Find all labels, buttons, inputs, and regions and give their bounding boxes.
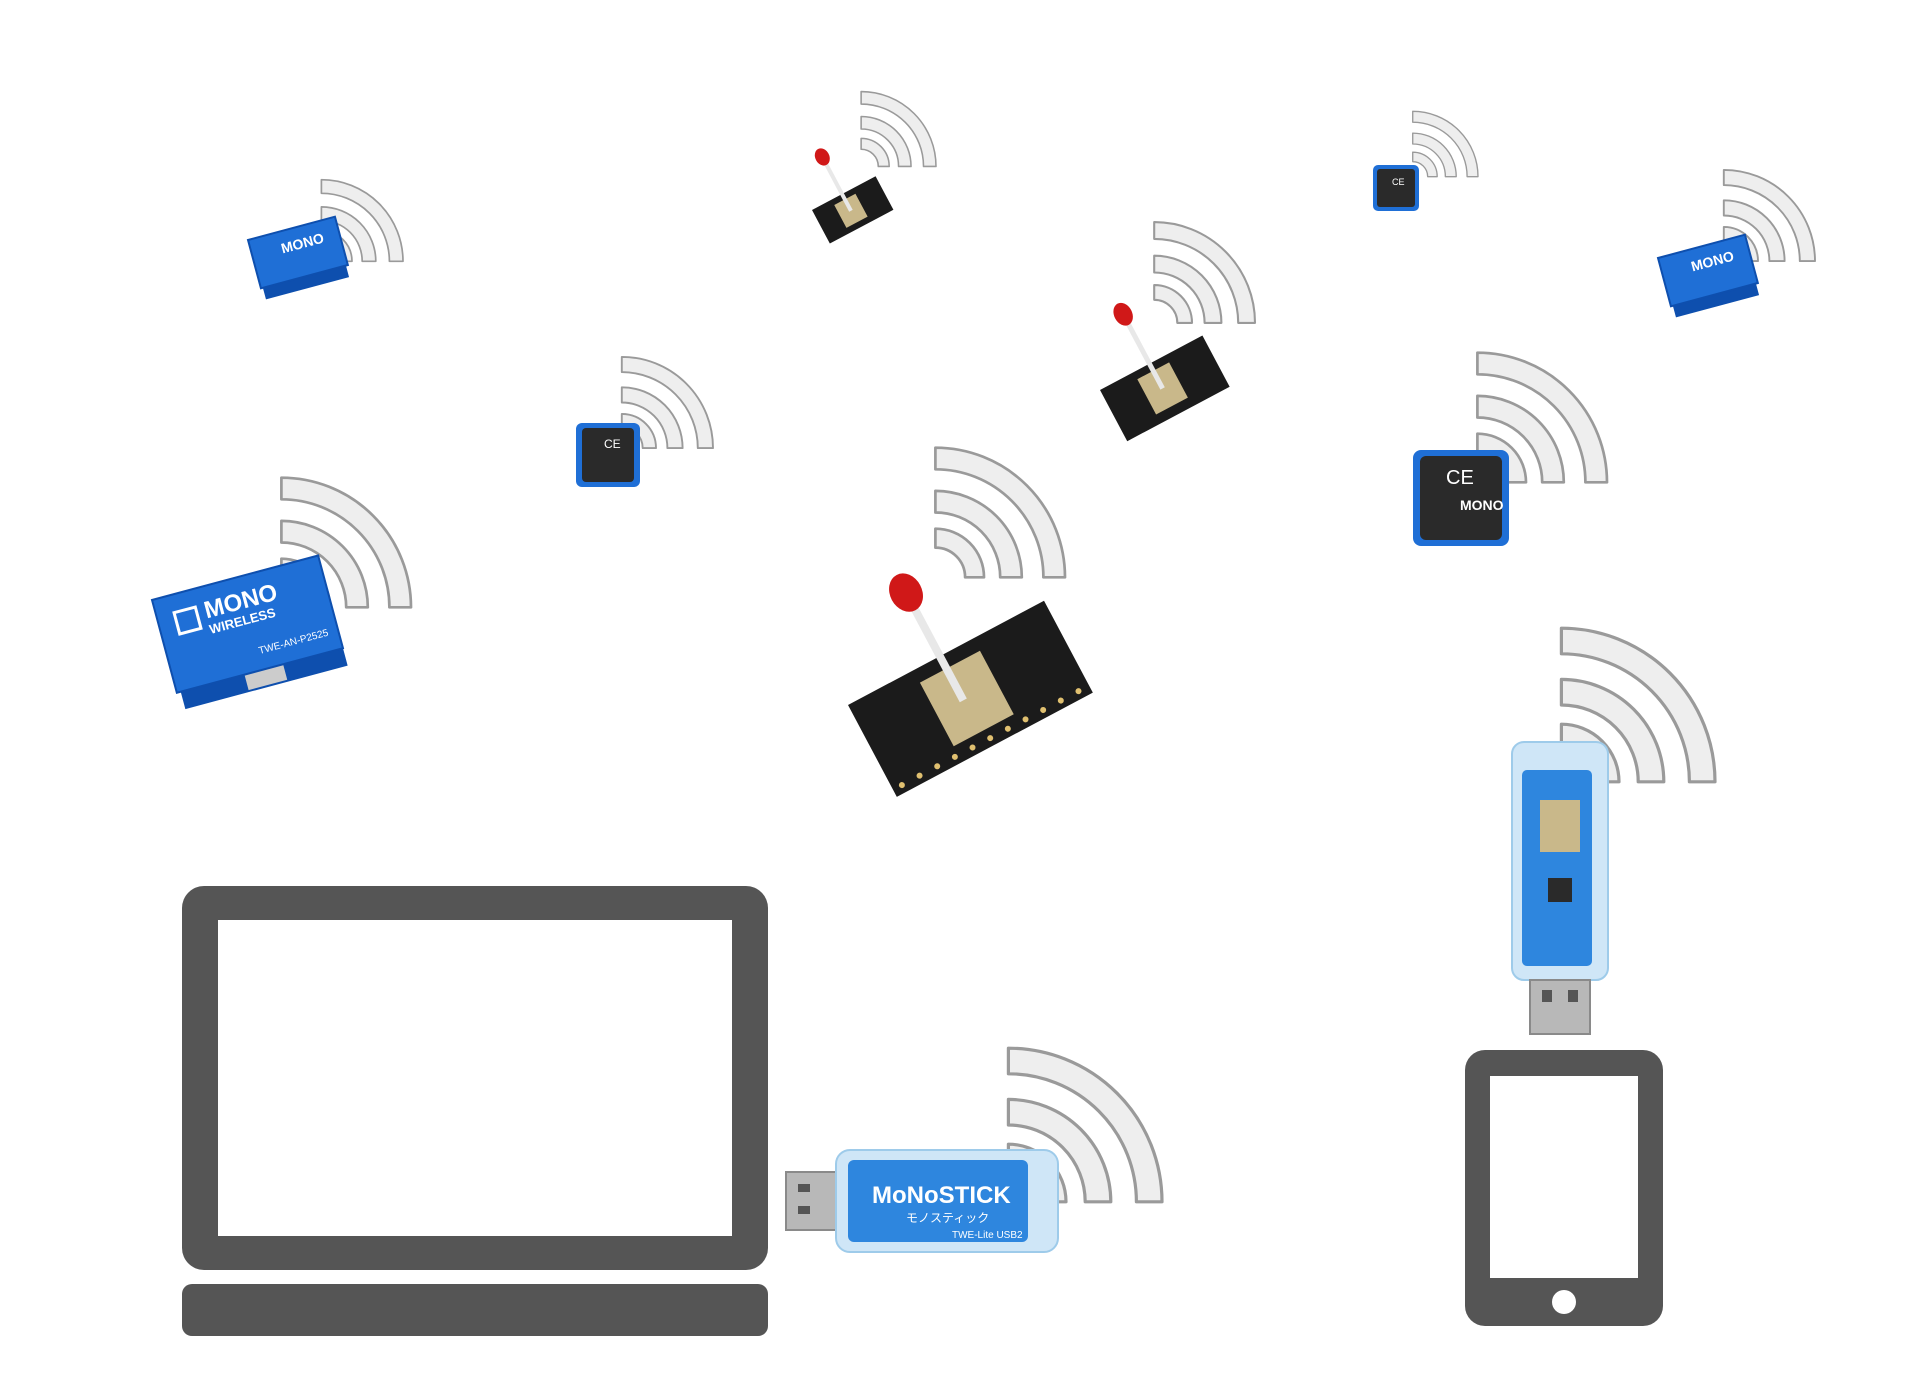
stick-name: MoNoSTICK — [872, 1182, 1011, 1209]
laptop-base — [182, 1284, 768, 1336]
tablet-home-button — [1552, 1290, 1576, 1314]
led-icon — [889, 573, 923, 612]
wifi-signal-icon — [1412, 110, 1479, 178]
radio-module-chip-large: CE MONO — [1413, 450, 1509, 546]
laptop-icon — [182, 886, 768, 1336]
brand-logo-icon — [172, 605, 203, 636]
svg-text:CE: CE — [1446, 467, 1474, 489]
wifi-signal-icon — [934, 446, 1067, 579]
pal-sensor-board: MONO — [246, 215, 350, 300]
pal-sensor-board-large: MONO WIRELESS TWE-AN-P2525 — [150, 554, 348, 710]
monostick-usb-dongle: MoNoSTICK モノスティック TWE-Lite USB2 — [785, 1149, 1059, 1253]
dip-board-with-led-large — [848, 573, 1093, 797]
radio-module-chip: CE — [576, 423, 640, 487]
laptop-screen — [218, 920, 732, 1236]
svg-text:CE: CE — [1392, 177, 1405, 187]
tablet-screen — [1490, 1076, 1638, 1278]
led-icon — [1113, 302, 1133, 326]
usb-connector — [1529, 979, 1591, 1035]
led-icon — [814, 148, 830, 166]
pal-sensor-board: MONO — [1656, 233, 1760, 318]
wifi-signal-icon — [860, 90, 937, 168]
stick-kana: モノスティック — [906, 1211, 989, 1225]
dip-board-with-led — [1100, 302, 1230, 442]
monostick-usb-dongle-vertical — [1511, 741, 1609, 1035]
dip-board-with-led — [812, 148, 894, 244]
brand-text: MONO — [1460, 497, 1504, 513]
usb-connector — [785, 1171, 839, 1231]
radio-module-chip: CE — [1373, 165, 1419, 211]
wifi-signal-icon — [1153, 221, 1257, 324]
tablet-icon — [1465, 1050, 1663, 1326]
stick-model: TWE-Lite USB2 — [952, 1230, 1023, 1241]
svg-text:CE: CE — [604, 437, 621, 451]
